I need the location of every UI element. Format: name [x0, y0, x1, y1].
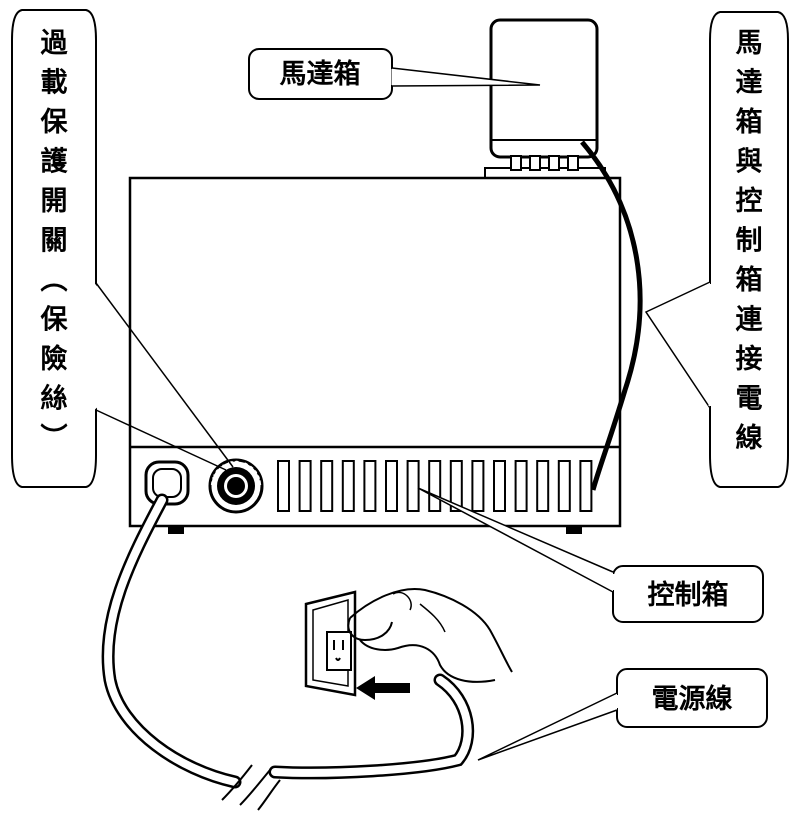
vent-slot	[363, 460, 377, 512]
motor-box	[484, 18, 606, 179]
vent-slot	[579, 460, 593, 512]
wall-outlet-with-hand	[304, 588, 513, 700]
vent-slot	[385, 460, 398, 512]
label-glyph: 保	[40, 107, 69, 138]
label-glyph: 過	[41, 28, 69, 59]
label-glyph: 箱	[736, 264, 763, 296]
vent-slot	[493, 460, 506, 512]
motor-control-cable	[580, 140, 643, 491]
label-glyph: 開	[41, 186, 68, 217]
motor-box-label: 馬達箱	[280, 58, 361, 90]
vent-slot	[471, 460, 485, 512]
label-glyph: 馬	[736, 28, 763, 59]
vent-slot	[557, 460, 571, 512]
control-box-label: 控制箱	[648, 579, 729, 611]
label-glyph: 控	[736, 186, 763, 217]
power-inlet	[144, 460, 190, 506]
label-glyph: 載	[41, 68, 68, 99]
callout-motor-box: 馬達箱	[248, 48, 541, 100]
vent-slot	[449, 460, 463, 512]
power-cord	[101, 493, 475, 811]
vent-slot	[536, 460, 550, 512]
label-glyph: 護	[41, 146, 69, 178]
label-glyph: 與	[736, 147, 763, 178]
overload-switch[interactable]: PUSH TO RESET	[208, 458, 264, 514]
label-glyph: 保	[40, 305, 69, 336]
vent-slot	[428, 460, 442, 512]
label-glyph: 箱	[736, 106, 763, 138]
vent-slot	[514, 460, 528, 512]
label-glyph: 電	[736, 384, 763, 415]
power-cord-label: 電源線	[652, 683, 733, 715]
vent-slot	[320, 460, 334, 512]
vent-slot	[298, 460, 312, 512]
vent-slot	[406, 460, 420, 512]
label-glyph: 線	[736, 422, 763, 454]
label-glyph: 接	[736, 344, 763, 375]
label-glyph: ︶	[41, 423, 68, 454]
vent-slot	[341, 460, 355, 512]
label-glyph: 險	[41, 343, 68, 375]
label-glyph: 制	[736, 226, 763, 257]
label-glyph: 絲	[41, 383, 68, 415]
vent-slots	[277, 460, 593, 512]
label-glyph: 連	[736, 305, 764, 336]
callout-power-cord: 電源線	[477, 668, 768, 761]
vent-slot	[277, 460, 290, 512]
label-glyph: ︵	[41, 265, 68, 296]
callout-control-box: 控制箱	[417, 487, 764, 623]
label-glyph: 關	[41, 226, 68, 257]
label-glyph: 達	[736, 68, 763, 99]
